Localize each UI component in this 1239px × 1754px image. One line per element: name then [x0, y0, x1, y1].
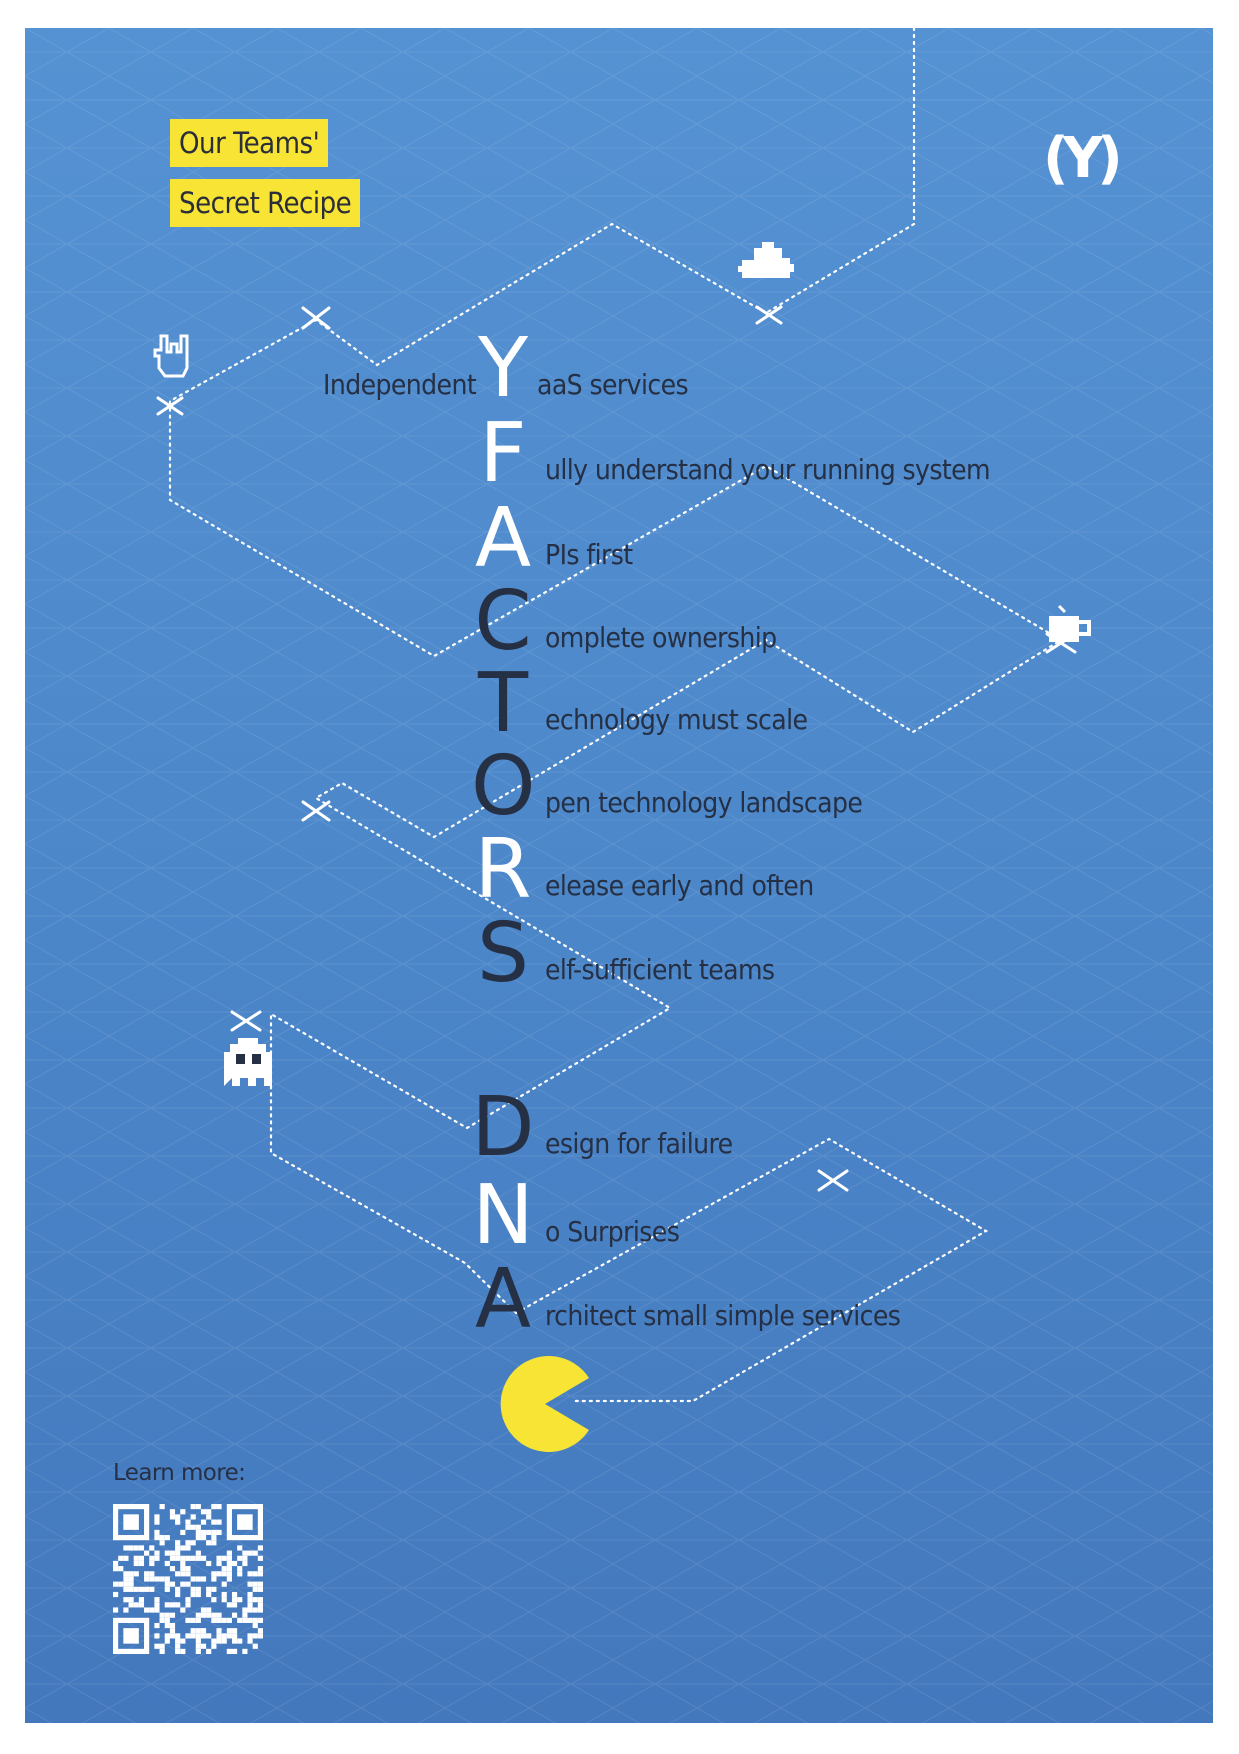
learn-more-label: Learn more:: [113, 1460, 246, 1486]
acrostic-letter: T: [477, 656, 529, 751]
acrostic-phrase: omplete ownership: [545, 621, 777, 654]
qr-code: [113, 1504, 263, 1654]
acrostic-phrase: PIs first: [545, 538, 633, 571]
acrostic-letter: R: [474, 822, 532, 917]
pacman-icon: [500, 1356, 589, 1452]
acrostic-phrase: echnology must scale: [545, 703, 808, 736]
cloud-icon: [738, 242, 794, 278]
acrostic-letter: A: [474, 491, 532, 586]
acrostic-phrase: elf-sufficient teams: [545, 953, 775, 986]
tag-our-teams: Our Teams': [170, 119, 329, 167]
acrostic-letter: O: [471, 739, 536, 834]
acrostic-letter: Y: [477, 321, 529, 416]
acrostic-phrase: o Surprises: [545, 1215, 680, 1248]
acrostic-letter: C: [474, 574, 532, 669]
acrostic-letter: S: [476, 906, 530, 1001]
acrostic-letter: N: [472, 1168, 534, 1263]
rock-hand-icon: [153, 334, 189, 378]
acrostic-phrase: ully understand your running system: [545, 453, 991, 486]
prefix-independent: Independent: [323, 368, 477, 401]
background-grid: [25, 28, 1213, 1723]
acrostic-phrase: esign for failure: [545, 1127, 733, 1160]
acrostic-phrase: elease early and often: [545, 869, 814, 902]
ghost-icon: [224, 1038, 272, 1086]
acrostic-phrase: aaS services: [537, 368, 689, 401]
acrostic-letter: D: [471, 1080, 535, 1175]
acrostic-phrase: rchitect small simple services: [545, 1299, 901, 1332]
acrostic-phrase: pen technology landscape: [545, 786, 863, 819]
dotted-path: [156, 28, 1077, 1403]
coffee-cup-icon: [1049, 604, 1091, 642]
acrostic-letter: A: [474, 1252, 532, 1347]
poster: Our Teams' Secret Recipe (Y) Independent…: [25, 28, 1213, 1723]
acrostic-letter: F: [479, 406, 527, 501]
tag-secret-recipe: Secret Recipe: [170, 179, 361, 227]
logo: (Y): [1043, 126, 1123, 191]
